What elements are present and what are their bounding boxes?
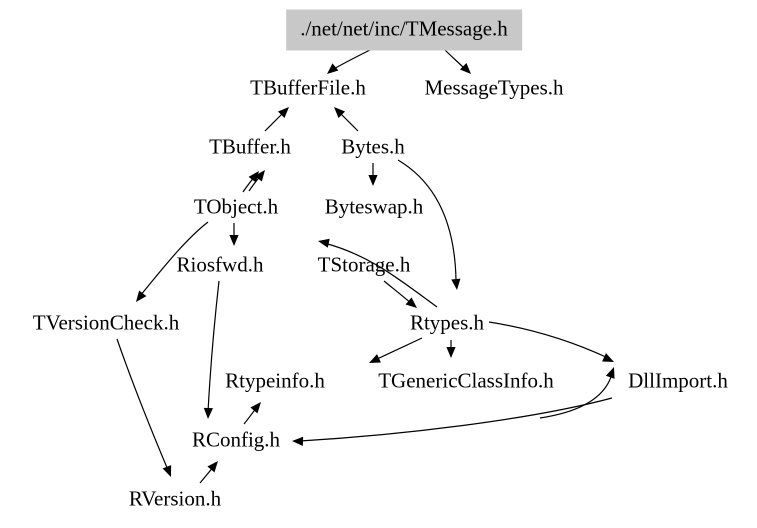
graph-node-tbufferfile[interactable]: TBufferFile.h	[250, 75, 366, 100]
graph-node-rconfig[interactable]: RConfig.h	[191, 427, 281, 452]
graph-node-tstorage[interactable]: TStorage.h	[317, 252, 411, 277]
arrowhead-icon	[405, 297, 417, 308]
arrowhead-icon	[248, 171, 259, 183]
graph-node-riosfwd[interactable]: Riosfwd.h	[176, 252, 264, 277]
arrowhead-icon	[254, 170, 265, 182]
graph-edge-tobject-to-tversioncheck	[139, 221, 209, 297]
graph-node-rtypeinfo[interactable]: Rtypeinfo.h	[225, 368, 325, 393]
graph-edge-tstorage-to-rtypes	[383, 280, 413, 305]
arrowhead-icon	[136, 290, 147, 302]
graph-node-root[interactable]: ./net/net/inc/TMessage.h	[286, 9, 522, 51]
graph-node-tobject[interactable]: TObject.h	[193, 194, 279, 219]
graph-edge-rtypes-to-dllimport	[488, 321, 609, 359]
arrowhead-icon	[318, 238, 330, 248]
graph-node-byteswap[interactable]: Byteswap.h	[324, 194, 424, 219]
graph-edge-tversioncheck-to-rversion	[116, 338, 169, 471]
graph-node-tversioncheck[interactable]: TVersionCheck.h	[32, 310, 180, 335]
graph-node-dllimport[interactable]: DllImport.h	[628, 368, 728, 393]
arrowhead-icon	[162, 465, 172, 477]
arrowhead-icon	[292, 436, 304, 446]
graph-edge-bytes-to-tbufferfile	[338, 111, 359, 132]
arrowhead-icon	[229, 235, 239, 246]
graph-node-tgenericclassinfo[interactable]: TGenericClassInfo.h	[378, 368, 554, 393]
arrowhead-icon	[277, 107, 289, 119]
graph-edge-riosfwd-to-rconfig	[207, 280, 220, 413]
arrowhead-icon	[368, 175, 378, 186]
arrowhead-icon	[203, 407, 213, 419]
arrowhead-icon	[459, 62, 471, 74]
graph-edge-dllimport-to-rconfig	[299, 397, 613, 442]
graph-node-rversion[interactable]: RVersion.h	[128, 486, 222, 511]
arrowhead-icon	[327, 63, 339, 74]
arrowhead-icon	[446, 347, 456, 358]
graph-edge-root-to-tbufferfile	[331, 49, 371, 71]
graph-edge-rconfig-to-dllimport	[539, 373, 613, 419]
graph-edge-bytes-to-rtypes	[397, 159, 457, 281]
arrowhead-icon	[250, 402, 261, 414]
graph-edge-rtypes-to-rtypeinfo	[374, 337, 423, 361]
arrowhead-icon	[207, 461, 218, 473]
graph-edge-rtypes-to-tstorage	[323, 242, 438, 308]
arrowhead-icon	[451, 278, 461, 290]
arrowhead-icon	[605, 367, 615, 379]
graph-node-rtypes[interactable]: Rtypes.h	[409, 310, 485, 335]
graph-node-tbuffer[interactable]: TBuffer.h	[209, 134, 291, 159]
graph-edge-tbuffer-to-tbufferfile	[264, 111, 285, 132]
graph-node-bytes[interactable]: Bytes.h	[341, 134, 405, 159]
arrowhead-icon	[369, 354, 381, 363]
graph-node-messagetypes[interactable]: MessageTypes.h	[424, 75, 564, 100]
arrowhead-icon	[602, 353, 614, 362]
arrowhead-icon	[334, 107, 346, 119]
